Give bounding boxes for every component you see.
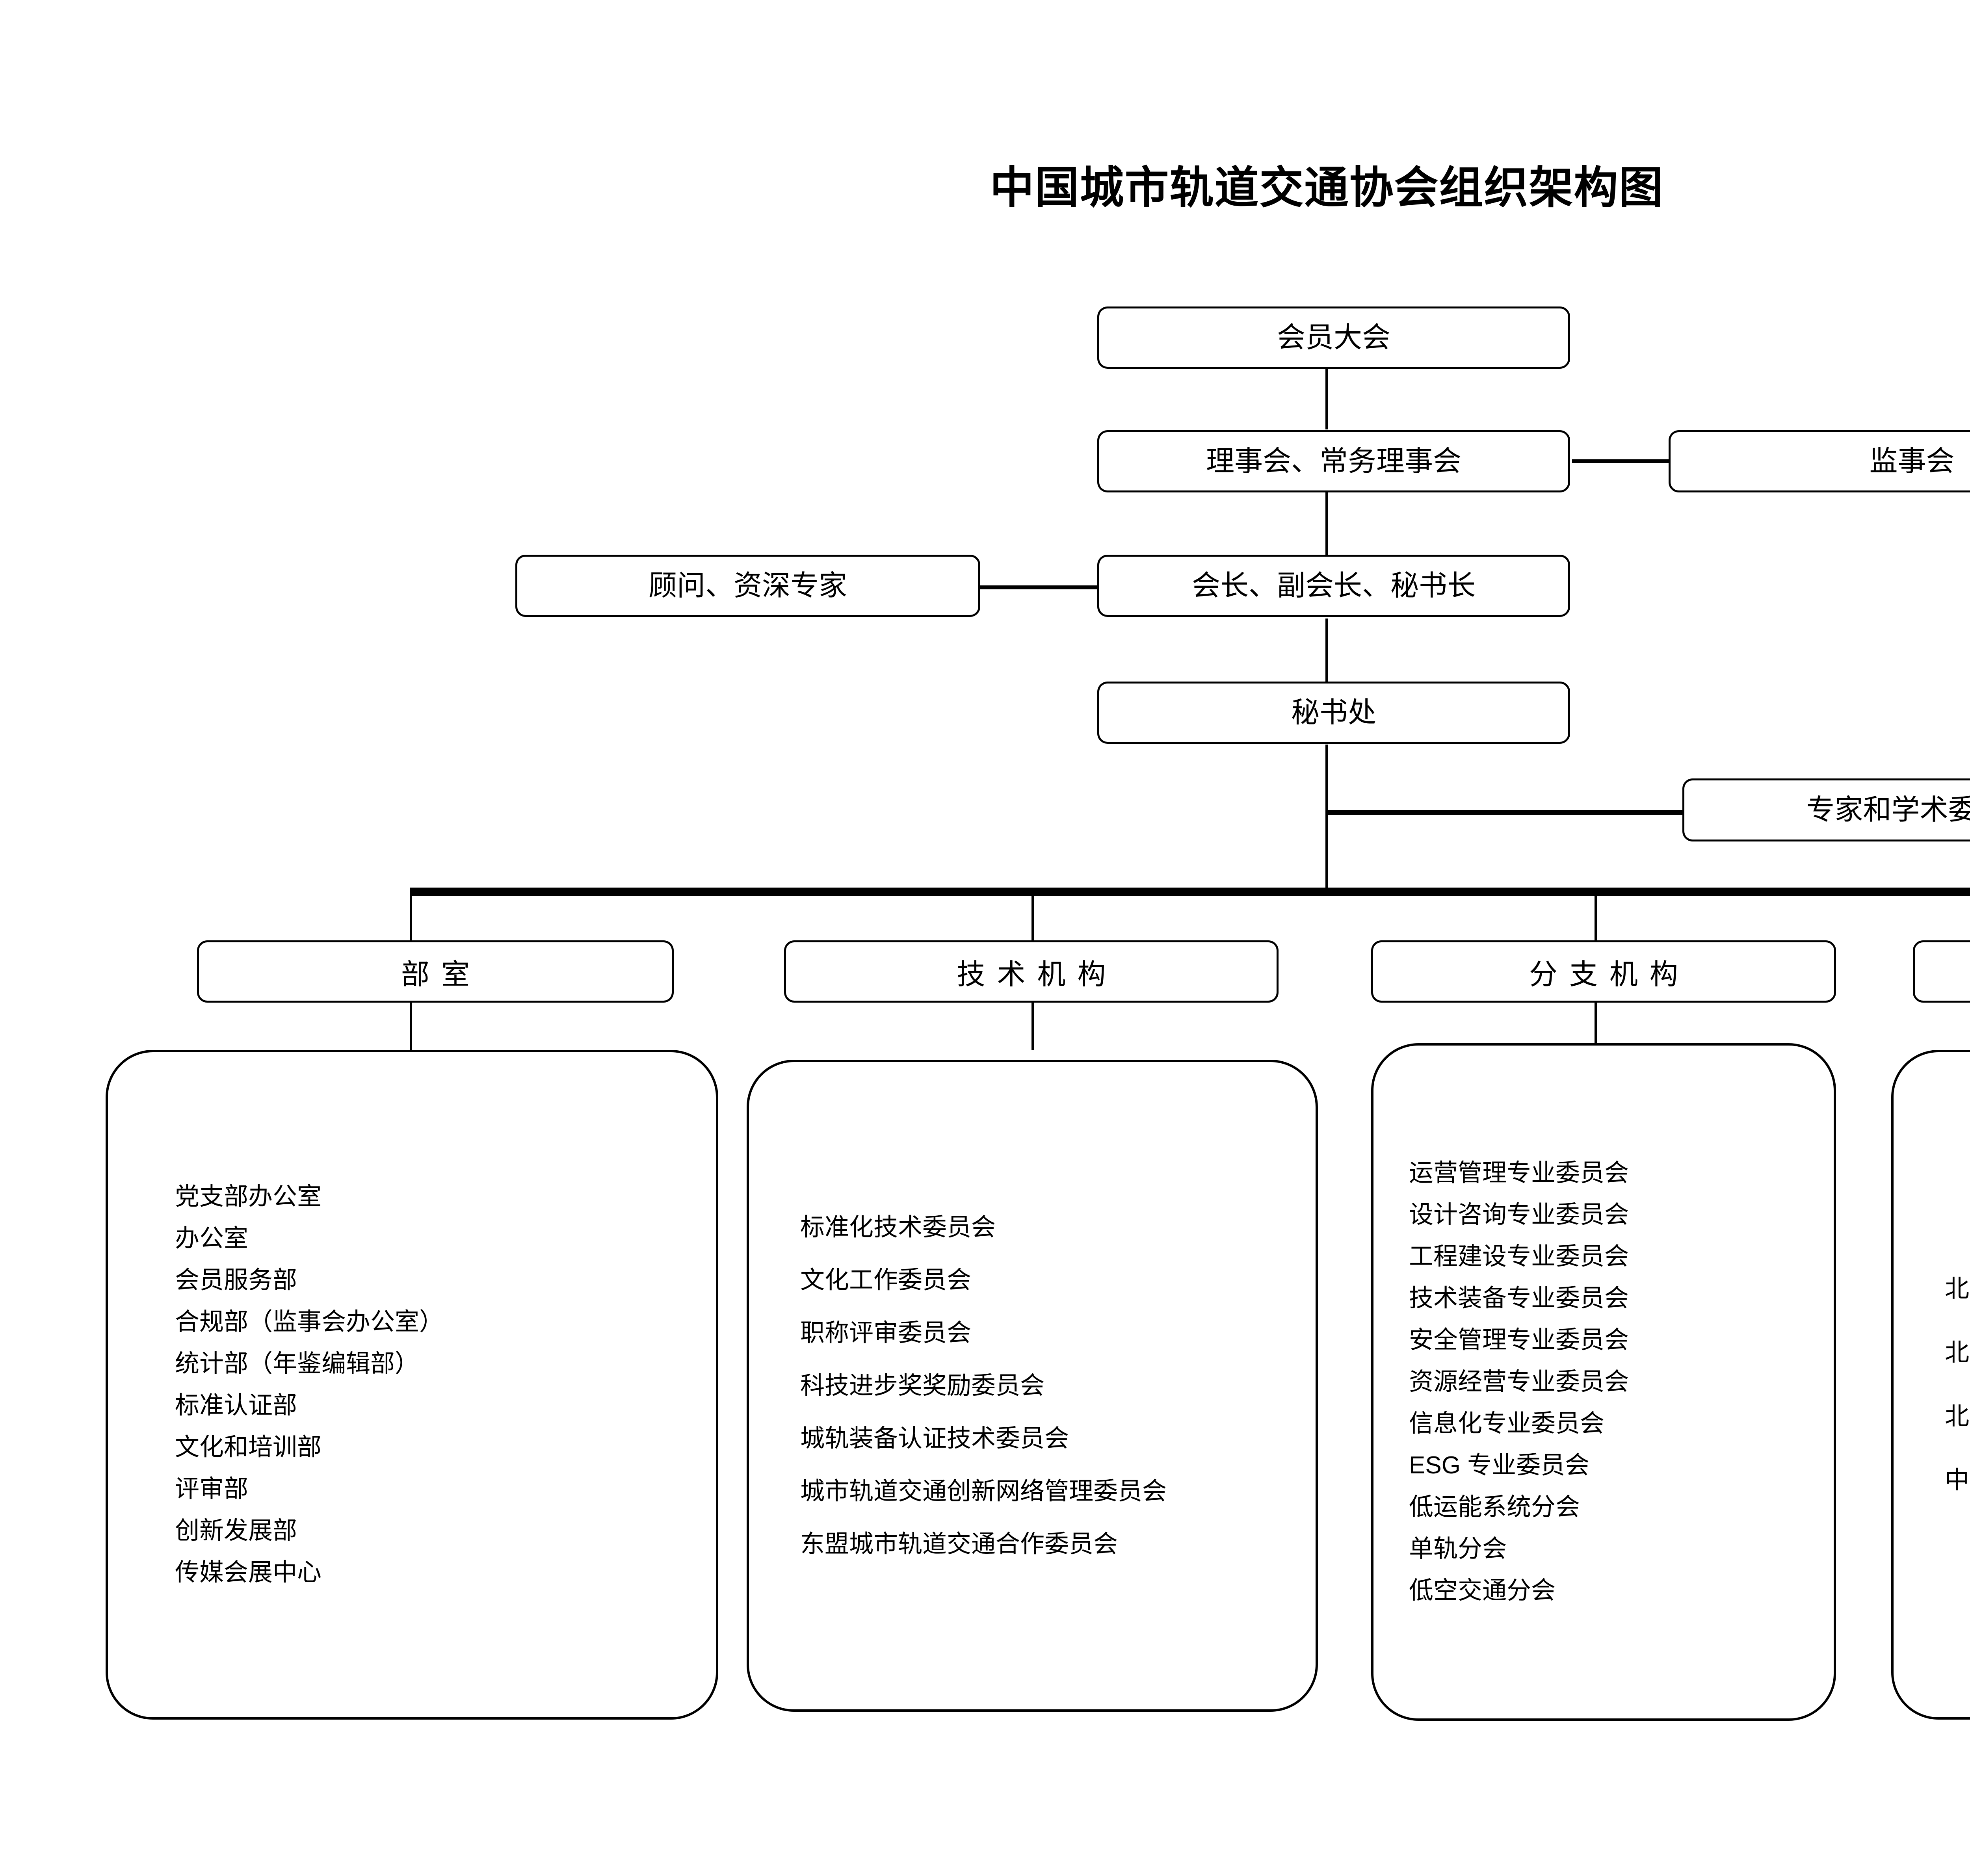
- list-item[interactable]: 运营管理专业委员会: [1409, 1159, 1629, 1187]
- node-academic-committee-label: 专家和学术委员会: [1806, 794, 1970, 826]
- page-title: 中国城市轨道交通协会组织架构图: [990, 163, 1664, 212]
- node-presidents-label: 会长、副会长、秘书长: [1191, 570, 1476, 602]
- connector-secretariat-to-academic: [1325, 810, 1686, 815]
- panel-departments: 党支部办公室办公室会员服务部合规部（监事会办公室） 统计部（年鉴编辑部） 标准认证部…: [106, 1050, 718, 1720]
- connector-council-to-presidents: [1325, 492, 1328, 555]
- connector-technical-header-to-panel: [1031, 1003, 1034, 1050]
- list-item[interactable]: 文化和培训部: [175, 1434, 322, 1461]
- list-item[interactable]: 北京中城轨文化传播有限公司（控股）: [1945, 1339, 1970, 1366]
- node-supervisory-board[interactable]: 监事会: [1669, 430, 1970, 492]
- node-secretariat-label: 秘书处: [1291, 697, 1376, 728]
- list-item[interactable]: 中国地铁工程咨询有限责任公司（参股）: [1945, 1467, 1970, 1494]
- departments-list: 党支部办公室办公室会员服务部合规部（监事会办公室） 统计部（年鉴编辑部） 标准认证部…: [108, 1185, 716, 1585]
- list-item[interactable]: 统计部（年鉴编辑部）: [175, 1350, 420, 1377]
- list-item[interactable]: 城市轨道交通创新网络管理委员会: [800, 1477, 1167, 1505]
- node-council[interactable]: 理事会、常务理事会: [1097, 430, 1570, 492]
- node-presidents[interactable]: 会长、副会长、秘书长: [1097, 555, 1570, 617]
- list-item[interactable]: 北京中城轨会展有限公司（控股）: [1945, 1275, 1970, 1302]
- list-item[interactable]: 北京中轨交通研究院有限公司（控股）: [1945, 1403, 1970, 1430]
- list-item[interactable]: 会员服务部: [175, 1267, 297, 1294]
- connector-presidents-to-secretariat: [1325, 619, 1328, 682]
- list-item[interactable]: 评审部: [175, 1475, 249, 1503]
- list-item[interactable]: 东盟城市轨道交通合作委员会: [800, 1530, 1118, 1558]
- list-item[interactable]: 资源经营专业委员会: [1409, 1368, 1629, 1395]
- node-academic-committee[interactable]: 专家和学术委员会: [1682, 778, 1970, 841]
- node-members-assembly[interactable]: 会员大会: [1097, 306, 1570, 369]
- list-item[interactable]: 安全管理专业委员会: [1409, 1326, 1629, 1354]
- connector-distribution-bar: [410, 888, 1970, 896]
- connector-advisors-to-presidents: [977, 585, 1097, 589]
- list-item[interactable]: 科技进步奖奖励委员会: [800, 1372, 1045, 1399]
- list-item[interactable]: 合规部（监事会办公室）: [175, 1308, 444, 1335]
- list-item[interactable]: 低空交通分会: [1409, 1577, 1556, 1604]
- list-item[interactable]: 创新发展部: [175, 1517, 297, 1544]
- node-council-label: 理事会、常务理事会: [1206, 445, 1461, 477]
- connector-branches-header-to-panel: [1595, 1003, 1597, 1050]
- list-item[interactable]: 办公室: [175, 1225, 249, 1252]
- category-header-departments[interactable]: 部室: [197, 940, 674, 1003]
- list-item[interactable]: 单轨分会: [1409, 1535, 1507, 1562]
- connector-members-to-council: [1325, 366, 1328, 429]
- category-header-branches[interactable]: 分支机构: [1371, 940, 1836, 1003]
- list-item[interactable]: 传媒会展中心: [175, 1559, 322, 1586]
- list-item[interactable]: 党支部办公室: [175, 1183, 322, 1210]
- category-header-technical-label: 技术机构: [957, 958, 1118, 990]
- node-advisors[interactable]: 顾问、资深专家: [515, 555, 980, 617]
- panel-investments: 北京中城轨会展有限公司（控股） 北京中城轨文化传播有限公司（控股） 北京中轨交通研究…: [1891, 1050, 1970, 1720]
- connector-departments-header-to-panel: [410, 1003, 412, 1050]
- investments-list: 北京中城轨会展有限公司（控股） 北京中城轨文化传播有限公司（控股） 北京中轨交通研究…: [1894, 1277, 1970, 1493]
- list-item[interactable]: 文化工作委员会: [800, 1266, 972, 1294]
- node-members-assembly-label: 会员大会: [1277, 321, 1390, 353]
- category-header-investments[interactable]: 投资企业: [1913, 940, 1970, 1003]
- list-item[interactable]: ESG 专业委员会: [1409, 1452, 1590, 1479]
- category-header-departments-label: 部室: [401, 958, 481, 990]
- list-item[interactable]: 城轨装备认证技术委员会: [800, 1425, 1069, 1452]
- technical-list: 标准化技术委员会文化工作委员会职称评审委员会科技进步奖奖励委员会城轨装备认证技术…: [749, 1215, 1316, 1557]
- list-item[interactable]: 标准认证部: [175, 1392, 297, 1419]
- node-secretariat[interactable]: 秘书处: [1097, 682, 1570, 744]
- category-header-branches-label: 分支机构: [1529, 958, 1690, 990]
- list-item[interactable]: 信息化专业委员会: [1409, 1410, 1605, 1437]
- list-item[interactable]: 技术装备专业委员会: [1409, 1285, 1629, 1312]
- list-item[interactable]: 低运能系统分会: [1409, 1493, 1580, 1521]
- panel-branches: 运营管理专业委员会设计咨询专业委员会工程建设专业委员会技术装备专业委员会安全管理…: [1371, 1043, 1836, 1721]
- node-supervisory-board-label: 监事会: [1869, 445, 1955, 477]
- panel-technical: 标准化技术委员会文化工作委员会职称评审委员会科技进步奖奖励委员会城轨装备认证技术…: [747, 1060, 1318, 1712]
- node-advisors-label: 顾问、资深专家: [648, 570, 847, 602]
- connector-council-to-supervisory: [1572, 459, 1671, 463]
- list-item[interactable]: 工程建设专业委员会: [1409, 1243, 1629, 1270]
- connector-secretariat-spine: [1325, 745, 1328, 890]
- list-item[interactable]: 设计咨询专业委员会: [1409, 1201, 1629, 1228]
- list-item[interactable]: 职称评审委员会: [800, 1319, 972, 1347]
- list-item[interactable]: 标准化技术委员会: [800, 1213, 996, 1241]
- branches-list: 运营管理专业委员会设计咨询专业委员会工程建设专业委员会技术装备专业委员会安全管理…: [1373, 1161, 1834, 1603]
- category-header-technical[interactable]: 技术机构: [784, 940, 1279, 1003]
